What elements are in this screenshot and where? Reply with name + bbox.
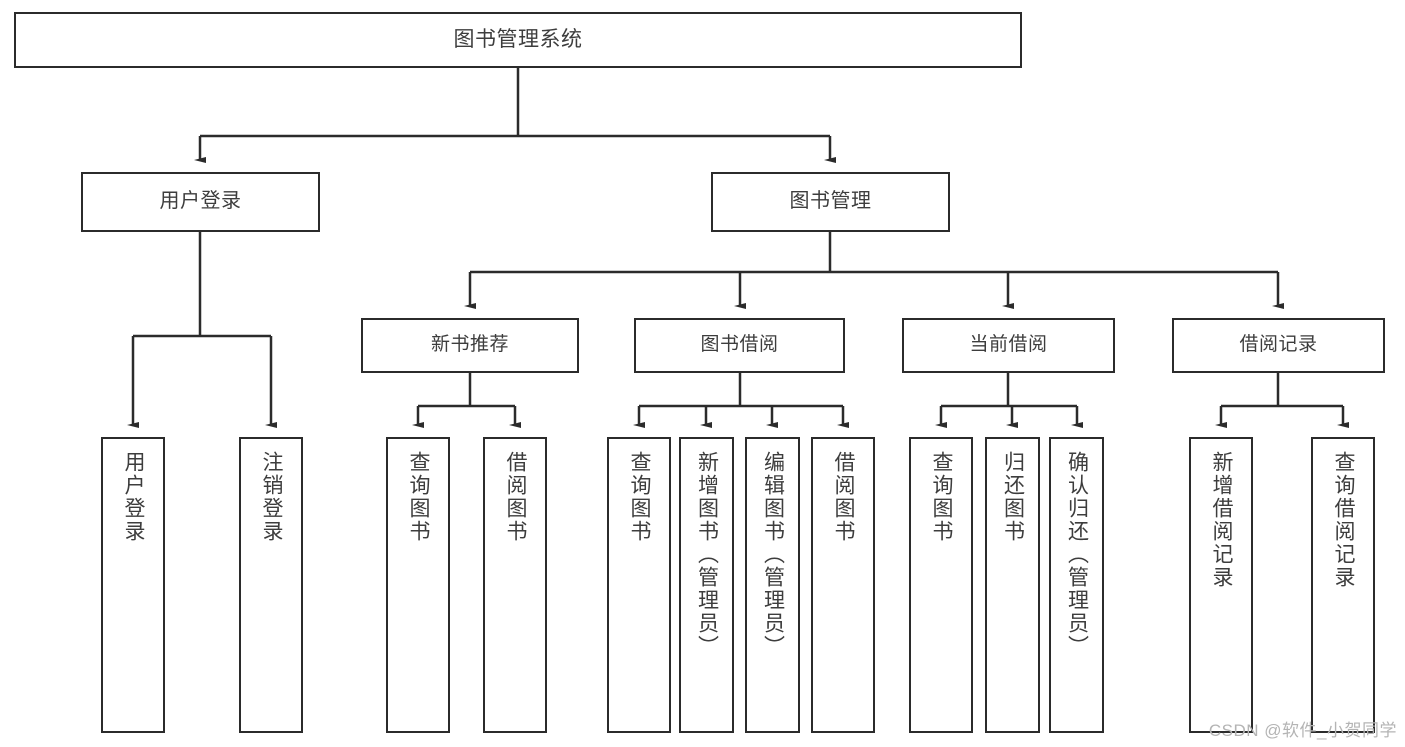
- node-leaf-logout[interactable]: 注销登录: [239, 437, 303, 733]
- node-label: 借阅记录: [1239, 334, 1318, 356]
- node-leaf-user-login[interactable]: 用户登录: [101, 437, 165, 733]
- connector-borrow-record-to-leaves: [1215, 373, 1349, 428]
- node-label: 查询借阅记录: [1332, 451, 1356, 589]
- node-user-login[interactable]: 用户登录: [81, 172, 320, 232]
- node-label: 新书推荐: [430, 334, 509, 356]
- node-label: 借阅图书: [832, 451, 856, 543]
- node-leaf-borrow-book-recommend[interactable]: 借阅图书: [483, 437, 547, 733]
- node-label: 编辑图书（管理员）: [761, 451, 785, 658]
- node-leaf-confirm-return-admin[interactable]: 确认归还（管理员）: [1049, 437, 1104, 733]
- node-borrow-record[interactable]: 借阅记录: [1172, 318, 1385, 373]
- node-leaf-return-book[interactable]: 归还图书: [985, 437, 1040, 733]
- connector-book-borrow-to-leaves: [633, 373, 849, 428]
- connector-new-book-to-leaves: [412, 373, 521, 428]
- node-label: 图书管理系统: [453, 27, 583, 51]
- connector-book-manage-to-level2: [464, 232, 1284, 309]
- node-label: 查询图书: [930, 451, 954, 543]
- node-book-management[interactable]: 图书管理: [711, 172, 950, 232]
- node-leaf-query-borrow-record[interactable]: 查询借阅记录: [1311, 437, 1375, 733]
- node-label: 用户登录: [122, 451, 146, 543]
- node-label: 查询图书: [628, 451, 652, 543]
- node-book-borrow[interactable]: 图书借阅: [634, 318, 845, 373]
- node-leaf-edit-book-admin[interactable]: 编辑图书（管理员）: [745, 437, 800, 733]
- node-leaf-add-book-admin[interactable]: 新增图书（管理员）: [679, 437, 734, 733]
- connector-current-borrow-to-leaves: [935, 373, 1083, 428]
- node-leaf-add-borrow-record[interactable]: 新增借阅记录: [1189, 437, 1253, 733]
- node-label: 归还图书: [1001, 451, 1025, 543]
- node-label: 查询图书: [407, 451, 431, 543]
- node-leaf-borrow-book[interactable]: 借阅图书: [811, 437, 875, 733]
- node-leaf-query-book-borrow[interactable]: 查询图书: [607, 437, 671, 733]
- node-leaf-query-book-recommend[interactable]: 查询图书: [386, 437, 450, 733]
- node-label: 注销登录: [260, 451, 284, 543]
- connector-user-login-to-leaves: [127, 232, 277, 428]
- connector-root-to-level1: [194, 68, 836, 163]
- node-leaf-query-book-current[interactable]: 查询图书: [909, 437, 973, 733]
- node-label: 新增借阅记录: [1210, 451, 1234, 589]
- node-label: 图书借阅: [700, 334, 779, 356]
- node-current-borrow[interactable]: 当前借阅: [902, 318, 1115, 373]
- node-new-book-recommend[interactable]: 新书推荐: [361, 318, 579, 373]
- node-label: 图书管理: [789, 190, 872, 213]
- node-label: 确认归还（管理员）: [1065, 451, 1089, 658]
- node-root-system[interactable]: 图书管理系统: [14, 12, 1022, 68]
- node-label: 新增图书（管理员）: [695, 451, 719, 658]
- node-label: 当前借阅: [969, 334, 1048, 356]
- node-label: 借阅图书: [504, 451, 528, 543]
- node-label: 用户登录: [159, 190, 242, 213]
